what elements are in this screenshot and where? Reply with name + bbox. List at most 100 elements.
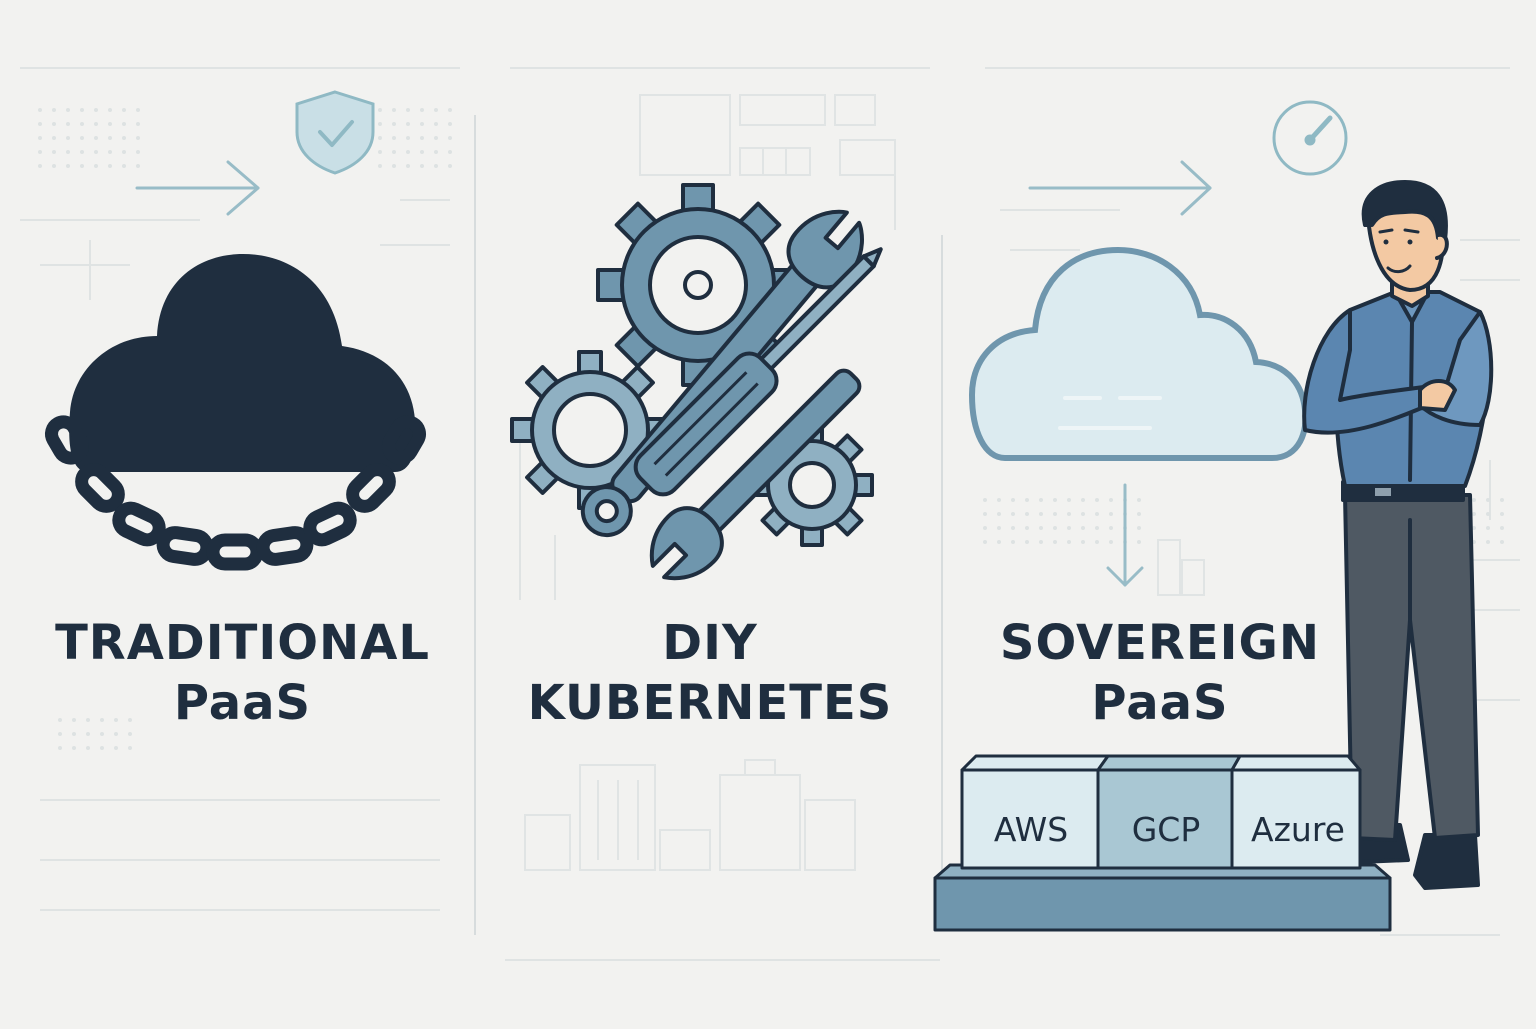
azure-box — [1230, 768, 1362, 870]
background-dot — [1109, 498, 1113, 502]
background-dot — [80, 150, 84, 154]
background-dot — [66, 136, 70, 140]
shield-check-icon — [295, 90, 375, 175]
background-dot — [94, 164, 98, 168]
gears-and-tools-icon — [510, 183, 883, 581]
provider-boxes — [960, 754, 1362, 870]
background-dot — [1081, 540, 1085, 544]
heading-line-1: TRADITIONAL — [55, 615, 430, 671]
background-dot — [406, 122, 410, 126]
background-dot — [128, 732, 132, 736]
background-dot — [1025, 498, 1029, 502]
background-dot — [1039, 540, 1043, 544]
background-dot — [406, 108, 410, 112]
background-dot — [1486, 498, 1490, 502]
background-dot — [378, 150, 382, 154]
background-dot — [58, 718, 62, 722]
background-dot — [94, 136, 98, 140]
background-dot — [406, 136, 410, 140]
background-dot — [983, 540, 987, 544]
background-dot — [448, 108, 452, 112]
background-dot — [86, 718, 90, 722]
background-dot — [1500, 498, 1504, 502]
background-dot — [378, 122, 382, 126]
diy-kubernetes-heading: DIY KUBERNETES — [485, 613, 935, 733]
background-dot — [80, 108, 84, 112]
background-dot — [122, 150, 126, 154]
background-dot — [136, 108, 140, 112]
background-dot — [1472, 498, 1476, 502]
background-dot — [406, 150, 410, 154]
background-lines — [20, 67, 1520, 961]
background-dot — [1067, 540, 1071, 544]
background-dot — [1095, 498, 1099, 502]
background-dot — [80, 164, 84, 168]
background-dot — [1109, 540, 1113, 544]
background-dot — [392, 150, 396, 154]
background-dot — [72, 732, 76, 736]
background-dot — [1081, 526, 1085, 530]
platform-base — [933, 863, 1392, 932]
background-dot — [1137, 512, 1141, 516]
background-dot — [122, 122, 126, 126]
background-dot — [434, 122, 438, 126]
background-dot — [38, 164, 42, 168]
background-dot — [1500, 512, 1504, 516]
background-dot — [1472, 512, 1476, 516]
background-dot — [66, 150, 70, 154]
background-dot — [434, 108, 438, 112]
background-dot — [86, 746, 90, 750]
gauge-icon — [1272, 100, 1348, 176]
background-dot — [108, 122, 112, 126]
background-dot — [66, 122, 70, 126]
background-dot — [983, 512, 987, 516]
background-dot — [378, 108, 382, 112]
background-dot — [1011, 498, 1015, 502]
background-dot — [108, 136, 112, 140]
background-dot — [1011, 512, 1015, 516]
background-dot — [378, 136, 382, 140]
background-dot — [448, 164, 452, 168]
background-dot — [1109, 526, 1113, 530]
background-dot — [983, 498, 987, 502]
background-dot — [1025, 512, 1029, 516]
background-dot — [420, 150, 424, 154]
aws-box — [960, 768, 1100, 870]
background-dot — [52, 136, 56, 140]
background-dot — [434, 164, 438, 168]
background-dot — [38, 150, 42, 154]
traditional-paas-heading: TRADITIONAL PaaS — [30, 613, 455, 733]
background-dot — [392, 164, 396, 168]
background-dot — [1011, 540, 1015, 544]
background-dot — [1053, 498, 1057, 502]
background-dot — [983, 526, 987, 530]
background-dot — [1067, 526, 1071, 530]
background-dot — [128, 718, 132, 722]
background-dot — [1039, 526, 1043, 530]
azure-label: Azure — [1251, 810, 1345, 849]
person-figure — [1302, 180, 1494, 890]
background-dot — [1039, 512, 1043, 516]
cloud-icon — [968, 246, 1309, 461]
background-dot — [100, 746, 104, 750]
background-dots — [38, 108, 1504, 750]
background-dot — [38, 136, 42, 140]
background-dot — [108, 164, 112, 168]
background-dot — [108, 108, 112, 112]
background-dot — [100, 732, 104, 736]
background-dot — [1053, 512, 1057, 516]
background-dot — [1011, 526, 1015, 530]
background-dot — [420, 122, 424, 126]
background-dot — [1025, 526, 1029, 530]
background-dot — [80, 122, 84, 126]
background-dot — [100, 718, 104, 722]
background-dot — [997, 498, 1001, 502]
background-bars — [1157, 539, 1205, 596]
background-dot — [378, 164, 382, 168]
heading-line-2: PaaS — [173, 675, 312, 731]
background-dot — [72, 746, 76, 750]
background-dot — [136, 122, 140, 126]
background-dot — [122, 164, 126, 168]
background-dot — [114, 732, 118, 736]
